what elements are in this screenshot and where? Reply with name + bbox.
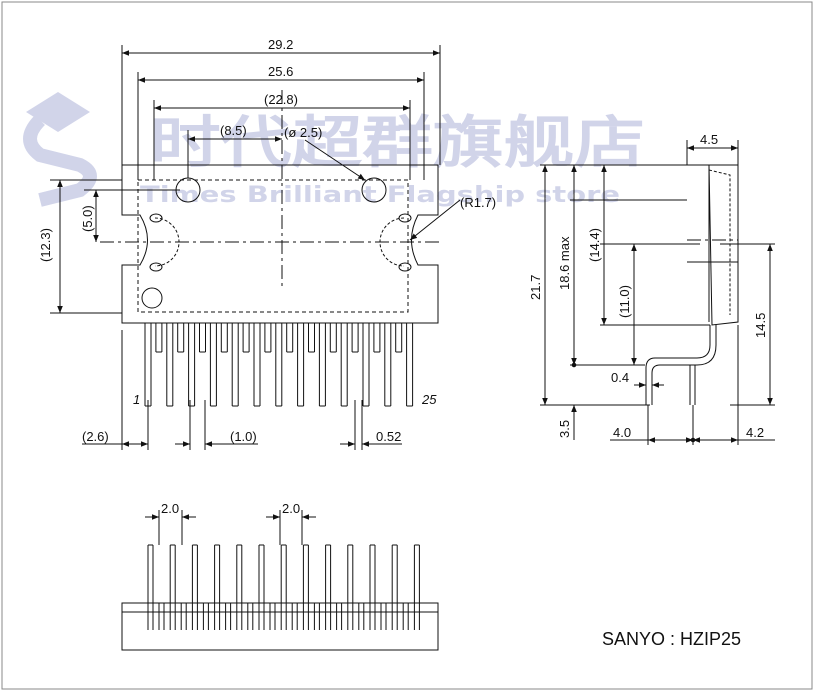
dim-lower: (11.0)	[617, 285, 632, 318]
lead-row	[144, 323, 414, 407]
dim-body-height: (12.3)	[38, 228, 53, 262]
bottom-lead-pin	[358, 602, 365, 630]
bottom-lead-pin	[191, 544, 198, 630]
dim-lead-height: 14.5	[753, 313, 768, 338]
heatsink-outline	[137, 179, 409, 313]
lead-pin	[351, 323, 359, 353]
lead-pin	[329, 323, 337, 353]
side-body	[687, 164, 739, 326]
lead-pin	[286, 323, 294, 353]
bottom-lead-pin	[147, 544, 154, 630]
lead-pin	[188, 323, 196, 407]
bottom-lead-pin	[347, 544, 354, 630]
lead-pin	[406, 323, 414, 407]
dim-hole-diameter: (ø 2.5)	[284, 125, 322, 140]
bottom-lead-pin	[258, 544, 265, 630]
dim-overall-width: 29.2	[268, 37, 293, 52]
dim-body-width: 25.6	[268, 64, 293, 79]
bottom-lead-pin	[280, 544, 287, 630]
lead-pin	[395, 323, 403, 353]
bottom-lead-pin	[336, 602, 343, 630]
package-body-outline	[121, 164, 439, 324]
bottom-lead-pin	[402, 602, 409, 630]
pin-last-label: 25	[421, 392, 437, 407]
pin-first-label: 1	[133, 392, 140, 407]
lead-pin	[166, 323, 174, 407]
lead-pin	[242, 323, 250, 353]
bottom-lead-pin	[325, 544, 332, 630]
bottom-lead-pin	[247, 602, 254, 630]
bottom-body	[121, 602, 439, 651]
bottom-lead-pin	[225, 602, 232, 630]
mounting-hole-right	[361, 177, 387, 203]
watermark-en-text: Times Brilliant Flagship store	[140, 183, 620, 208]
lead-pin	[253, 323, 261, 407]
bottom-lead-pin	[313, 602, 320, 630]
watermark: 时代超群旗舰店 Times Brilliant Flagship store	[23, 92, 645, 208]
dim-edge-offset: (2.6)	[82, 429, 109, 444]
bottom-lead-pin	[391, 544, 398, 630]
side-lead	[645, 325, 717, 405]
lead-pin	[340, 323, 348, 407]
bottom-lead-pin	[169, 544, 176, 630]
dim-pin-width: 0.52	[376, 429, 401, 444]
bottom-lead-pin	[158, 602, 165, 630]
bottom-lead-pin	[236, 544, 243, 630]
top-view	[50, 45, 461, 450]
dim-max-height: 18.6 max	[557, 236, 572, 290]
dim-lead-thickness: 0.4	[611, 370, 629, 385]
bottom-lead-pin	[291, 602, 298, 630]
dim-hole-height: (5.0)	[80, 205, 95, 232]
bottom-lead-pin	[214, 544, 221, 630]
dim-bottom-pitch-left: 2.0	[161, 501, 179, 516]
dim-pin-pitch: (1.0)	[230, 429, 257, 444]
bottom-view	[121, 510, 439, 651]
dim-hole-offset: (8.5)	[220, 123, 247, 138]
lead-pin	[231, 323, 239, 407]
lead-pin	[155, 323, 163, 353]
lead-pin	[275, 323, 283, 407]
watermark-logo-icon	[23, 92, 97, 207]
bottom-lead-pin	[180, 602, 187, 630]
bottom-lead-pin	[380, 602, 387, 630]
lead-pin	[384, 323, 392, 407]
dim-side-hole-height: (14.4)	[587, 228, 602, 262]
bottom-lead-row	[147, 544, 420, 630]
lead-pin	[177, 323, 185, 353]
dim-hole-span: (22.8)	[264, 92, 298, 107]
bottom-lead-pin	[269, 602, 276, 630]
dim-lead-length: 3.5	[557, 420, 572, 438]
lead-pin	[373, 323, 381, 353]
lead-pin	[318, 323, 326, 407]
bottom-lead-pin	[302, 544, 309, 630]
dim-offset-b: 4.2	[746, 425, 764, 440]
side-view	[540, 140, 775, 445]
dim-radius: (R1.7)	[460, 195, 496, 210]
dim-thickness: 4.5	[700, 132, 718, 147]
lead-pin	[220, 323, 228, 353]
bottom-lead-pin	[202, 602, 209, 630]
lead-pin	[199, 323, 206, 353]
bottom-lead-pin	[369, 544, 376, 630]
index-hole	[141, 287, 163, 309]
bottom-lead-pin	[413, 544, 420, 630]
watermark-cn-text: 时代超群旗舰店	[150, 111, 645, 176]
lead-pin	[144, 323, 152, 407]
lead-pin	[308, 323, 315, 353]
package-label: SANYO : HZIP25	[602, 629, 741, 649]
dim-total-height: 21.7	[528, 275, 543, 300]
dim-offset-a: 4.0	[613, 425, 631, 440]
dim-bottom-pitch-right: 2.0	[282, 501, 300, 516]
lead-pin	[362, 323, 370, 407]
lead-pin	[297, 323, 305, 407]
lead-pin	[264, 323, 272, 353]
lead-pin	[209, 323, 217, 407]
